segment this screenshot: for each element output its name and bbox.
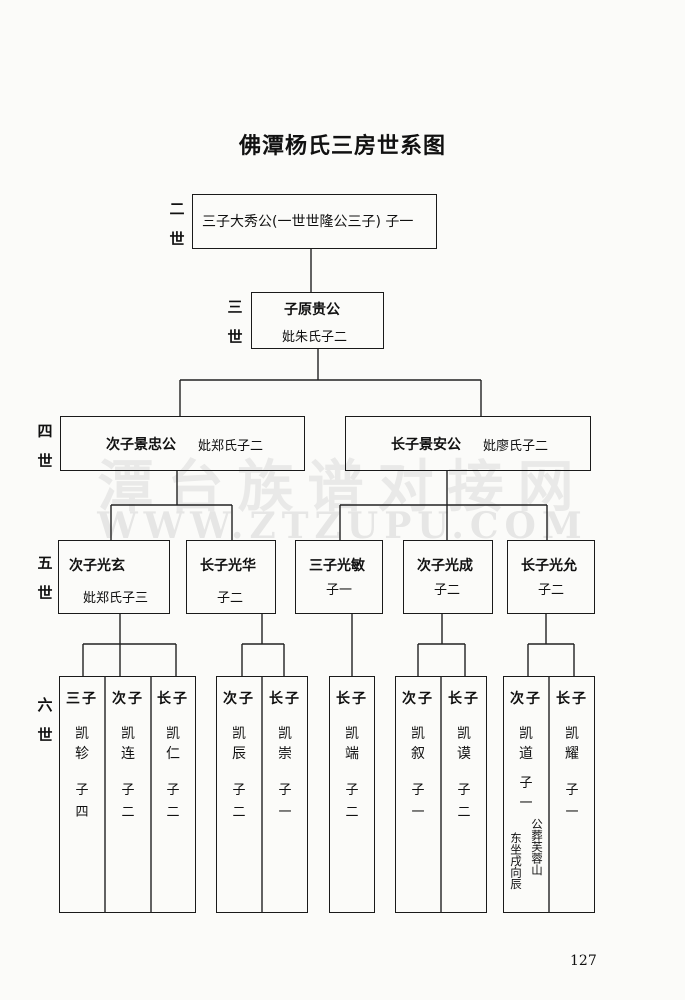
gen6-son-kaiduan: 长子 凯端 子二	[336, 688, 367, 824]
gen5-box-guangmin: 三子光敏 子一	[295, 540, 383, 614]
son-sons: 子二	[121, 783, 135, 820]
chart-title: 佛潭杨氏三房世系图	[238, 134, 446, 159]
son-name: 凯仁	[166, 726, 180, 762]
gen5-name: 次子光玄	[69, 558, 125, 574]
son-name: 凯辰	[232, 726, 246, 762]
son-order: 长子	[157, 691, 189, 707]
gen5-box-guangyun: 长子光允 子二	[507, 540, 595, 614]
gen5-note: 子二	[434, 583, 461, 598]
gen5-name: 长子光华	[200, 558, 256, 574]
son-sons: 子二	[457, 783, 471, 820]
gen6-son-kaichen: 次子 凯辰 子二	[223, 688, 254, 824]
gen6-group-guangmin	[329, 676, 375, 913]
gen5-note: 子一	[326, 583, 353, 598]
page-number: 127	[570, 953, 597, 969]
gen5-box-guangxuan: 次子光玄 妣郑氏子三	[58, 540, 170, 614]
gen4-box-jingzhong: 次子景忠公 妣郑氏子二	[60, 416, 305, 471]
son-order: 长子	[556, 691, 588, 707]
gen4-note: 妣廖氏子二	[483, 439, 549, 454]
son-order: 次子	[510, 691, 542, 707]
son-order: 次子	[112, 691, 144, 707]
burial-note-line2: 东坐戌向辰	[509, 832, 523, 890]
gen4-name: 次子景忠公	[106, 437, 176, 453]
son-sons: 子二	[232, 783, 246, 820]
gen6-son-kaizhen: 三子 凯轸 子四	[66, 688, 97, 824]
gen6-son-kailian: 次子 凯连 子二	[112, 688, 143, 824]
son-name: 凯叙	[411, 726, 425, 762]
gen5-name: 长子光允	[521, 558, 577, 574]
generation-label-4: 四世	[37, 422, 53, 470]
gen6-group-guangxuan	[59, 676, 196, 913]
gen2-box: 三子大秀公(一世世隆公三子) 子一	[192, 194, 437, 249]
son-sons: 子一	[519, 776, 533, 811]
gen6-son-kaimo: 长子 凯谟 子二	[448, 688, 479, 824]
generation-label-2: 二世	[169, 200, 185, 248]
gen4-name: 长子景安公	[391, 437, 461, 453]
son-sons: 子二	[166, 783, 180, 820]
son-order: 次子	[402, 691, 434, 707]
gen3-note: 妣朱氏子二	[282, 330, 348, 345]
son-order: 长子	[448, 691, 480, 707]
son-sons: 子四	[75, 783, 89, 820]
gen5-note: 子二	[538, 583, 565, 598]
gen4-note: 妣郑氏子二	[198, 439, 264, 454]
son-order: 三子	[66, 691, 98, 707]
gen5-box-guangcheng: 次子光成 子二	[403, 540, 493, 614]
gen5-box-guanghua: 长子光华 子二	[186, 540, 276, 614]
gen6-son-kaidao: 次子 凯道 子一	[510, 688, 541, 814]
gen5-name: 次子光成	[417, 558, 473, 574]
gen5-note: 子二	[217, 591, 244, 606]
generation-label-3: 三世	[227, 298, 243, 346]
son-order: 长子	[336, 691, 368, 707]
generation-label-5: 五世	[37, 554, 53, 602]
son-name: 凯耀	[565, 726, 579, 762]
gen4-box-jingan: 长子景安公 妣廖氏子二	[345, 416, 591, 471]
generation-label-6: 六世	[37, 696, 53, 744]
gen2-text: 三子大秀公(一世世隆公三子) 子一	[202, 214, 414, 230]
son-sons: 子一	[565, 783, 579, 820]
son-order: 长子	[269, 691, 301, 707]
gen6-son-kairen: 长子 凯仁 子二	[157, 688, 188, 824]
gen3-name: 子原贵公	[284, 302, 340, 318]
son-order: 次子	[223, 691, 255, 707]
son-name: 凯连	[121, 726, 135, 762]
son-sons: 子一	[278, 783, 292, 820]
gen6-son-kaichong: 长子 凯崇 子一	[269, 688, 300, 824]
son-name: 凯谟	[457, 726, 471, 762]
burial-note-line1: 公葬芙蓉山	[530, 818, 544, 876]
son-sons: 子二	[345, 783, 359, 820]
gen6-son-kaiyao: 长子 凯耀 子一	[556, 688, 587, 824]
son-name: 凯道	[519, 726, 533, 762]
gen5-note: 妣郑氏子三	[83, 591, 149, 606]
gen3-box: 子原贵公 妣朱氏子二	[251, 292, 384, 349]
son-name: 凯轸	[75, 726, 89, 762]
son-name: 凯端	[345, 726, 359, 762]
gen6-son-kaixu: 次子 凯叙 子一	[402, 688, 433, 824]
gen5-name: 三子光敏	[309, 558, 365, 574]
son-name: 凯崇	[278, 726, 292, 762]
son-sons: 子一	[411, 783, 425, 820]
